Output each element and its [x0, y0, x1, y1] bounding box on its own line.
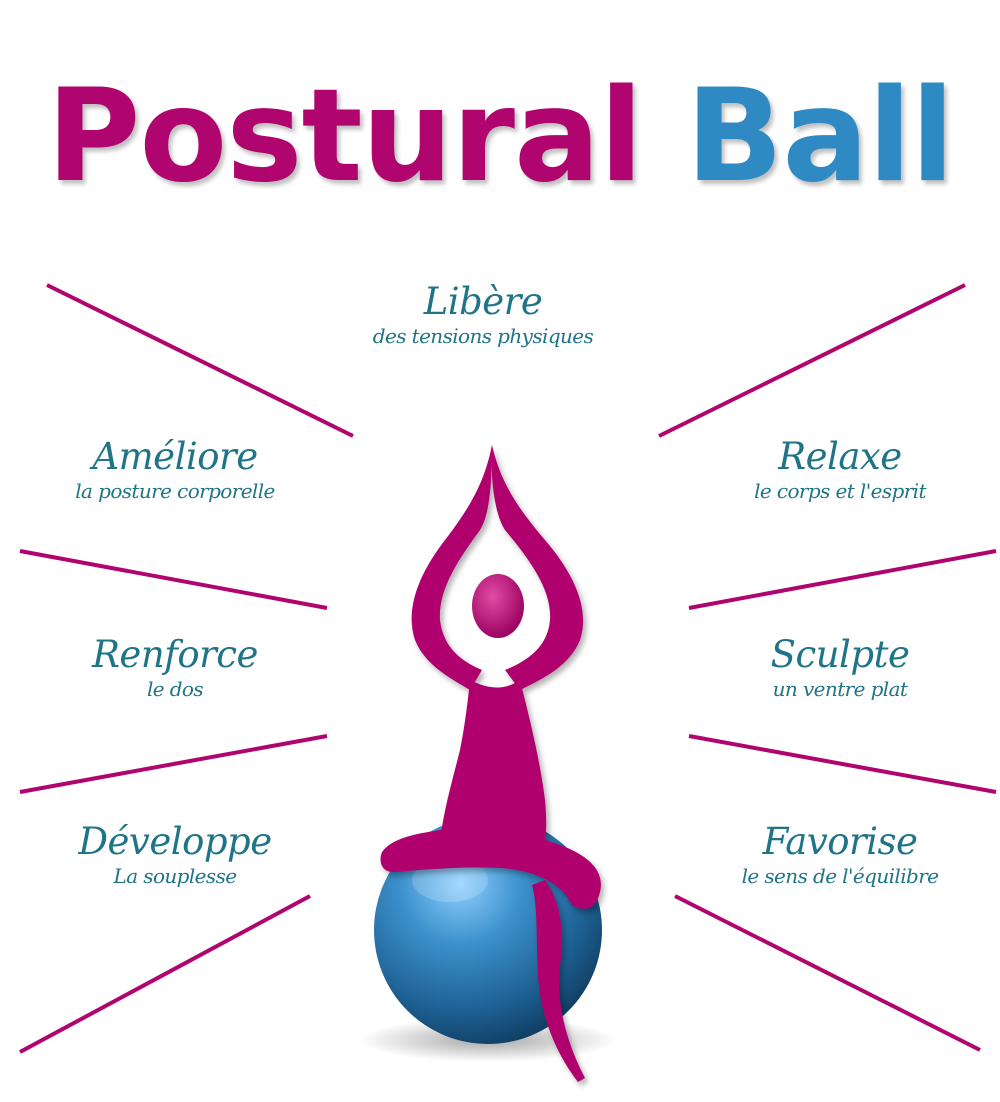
benefit-heading: Libère — [423, 280, 543, 323]
ray-right-top — [658, 283, 966, 438]
ray-left-lower — [19, 734, 328, 794]
benefit-subtext: La souplesse — [113, 864, 238, 888]
benefit-subtext: le dos — [146, 677, 204, 701]
benefit-subtext: le corps et l'esprit — [754, 479, 926, 503]
benefit-heading: Renforce — [92, 633, 258, 676]
benefit-heading: Améliore — [92, 435, 258, 478]
benefit-subtext: des tensions physiques — [372, 324, 594, 348]
ray-left-top — [46, 283, 354, 438]
benefit-heading: Relaxe — [778, 435, 902, 478]
figure-head — [472, 574, 524, 638]
title-word-postural: Postural — [46, 62, 644, 211]
benefit-favorise: Favorise le sens de l'équilibre — [675, 821, 1000, 889]
benefit-heading: Développe — [78, 820, 272, 863]
benefit-subtext: la posture corporelle — [75, 479, 275, 503]
benefit-subtext: le sens de l'équilibre — [741, 864, 939, 888]
title-word-ball: Ball — [685, 62, 955, 211]
page-title: Postural Ball — [0, 62, 1000, 212]
benefit-libere: Libère des tensions physiques — [318, 281, 648, 349]
benefit-ameliore: Améliore la posture corporelle — [10, 436, 340, 504]
benefit-heading: Sculpte — [770, 633, 910, 676]
benefit-subtext: un ventre plat — [772, 677, 908, 701]
benefit-developpe: Développe La souplesse — [10, 821, 340, 889]
benefit-relaxe: Relaxe le corps et l'esprit — [675, 436, 1000, 504]
benefit-renforce: Renforce le dos — [10, 634, 340, 702]
ray-left-bottom — [19, 894, 311, 1054]
ray-left-upper — [19, 549, 328, 610]
ray-right-upper — [688, 549, 997, 610]
benefit-sculpte: Sculpte un ventre plat — [675, 634, 1000, 702]
ray-right-lower — [688, 734, 997, 794]
ray-right-bottom — [674, 894, 981, 1052]
benefit-heading: Favorise — [762, 820, 918, 863]
figure-body — [380, 445, 601, 1082]
